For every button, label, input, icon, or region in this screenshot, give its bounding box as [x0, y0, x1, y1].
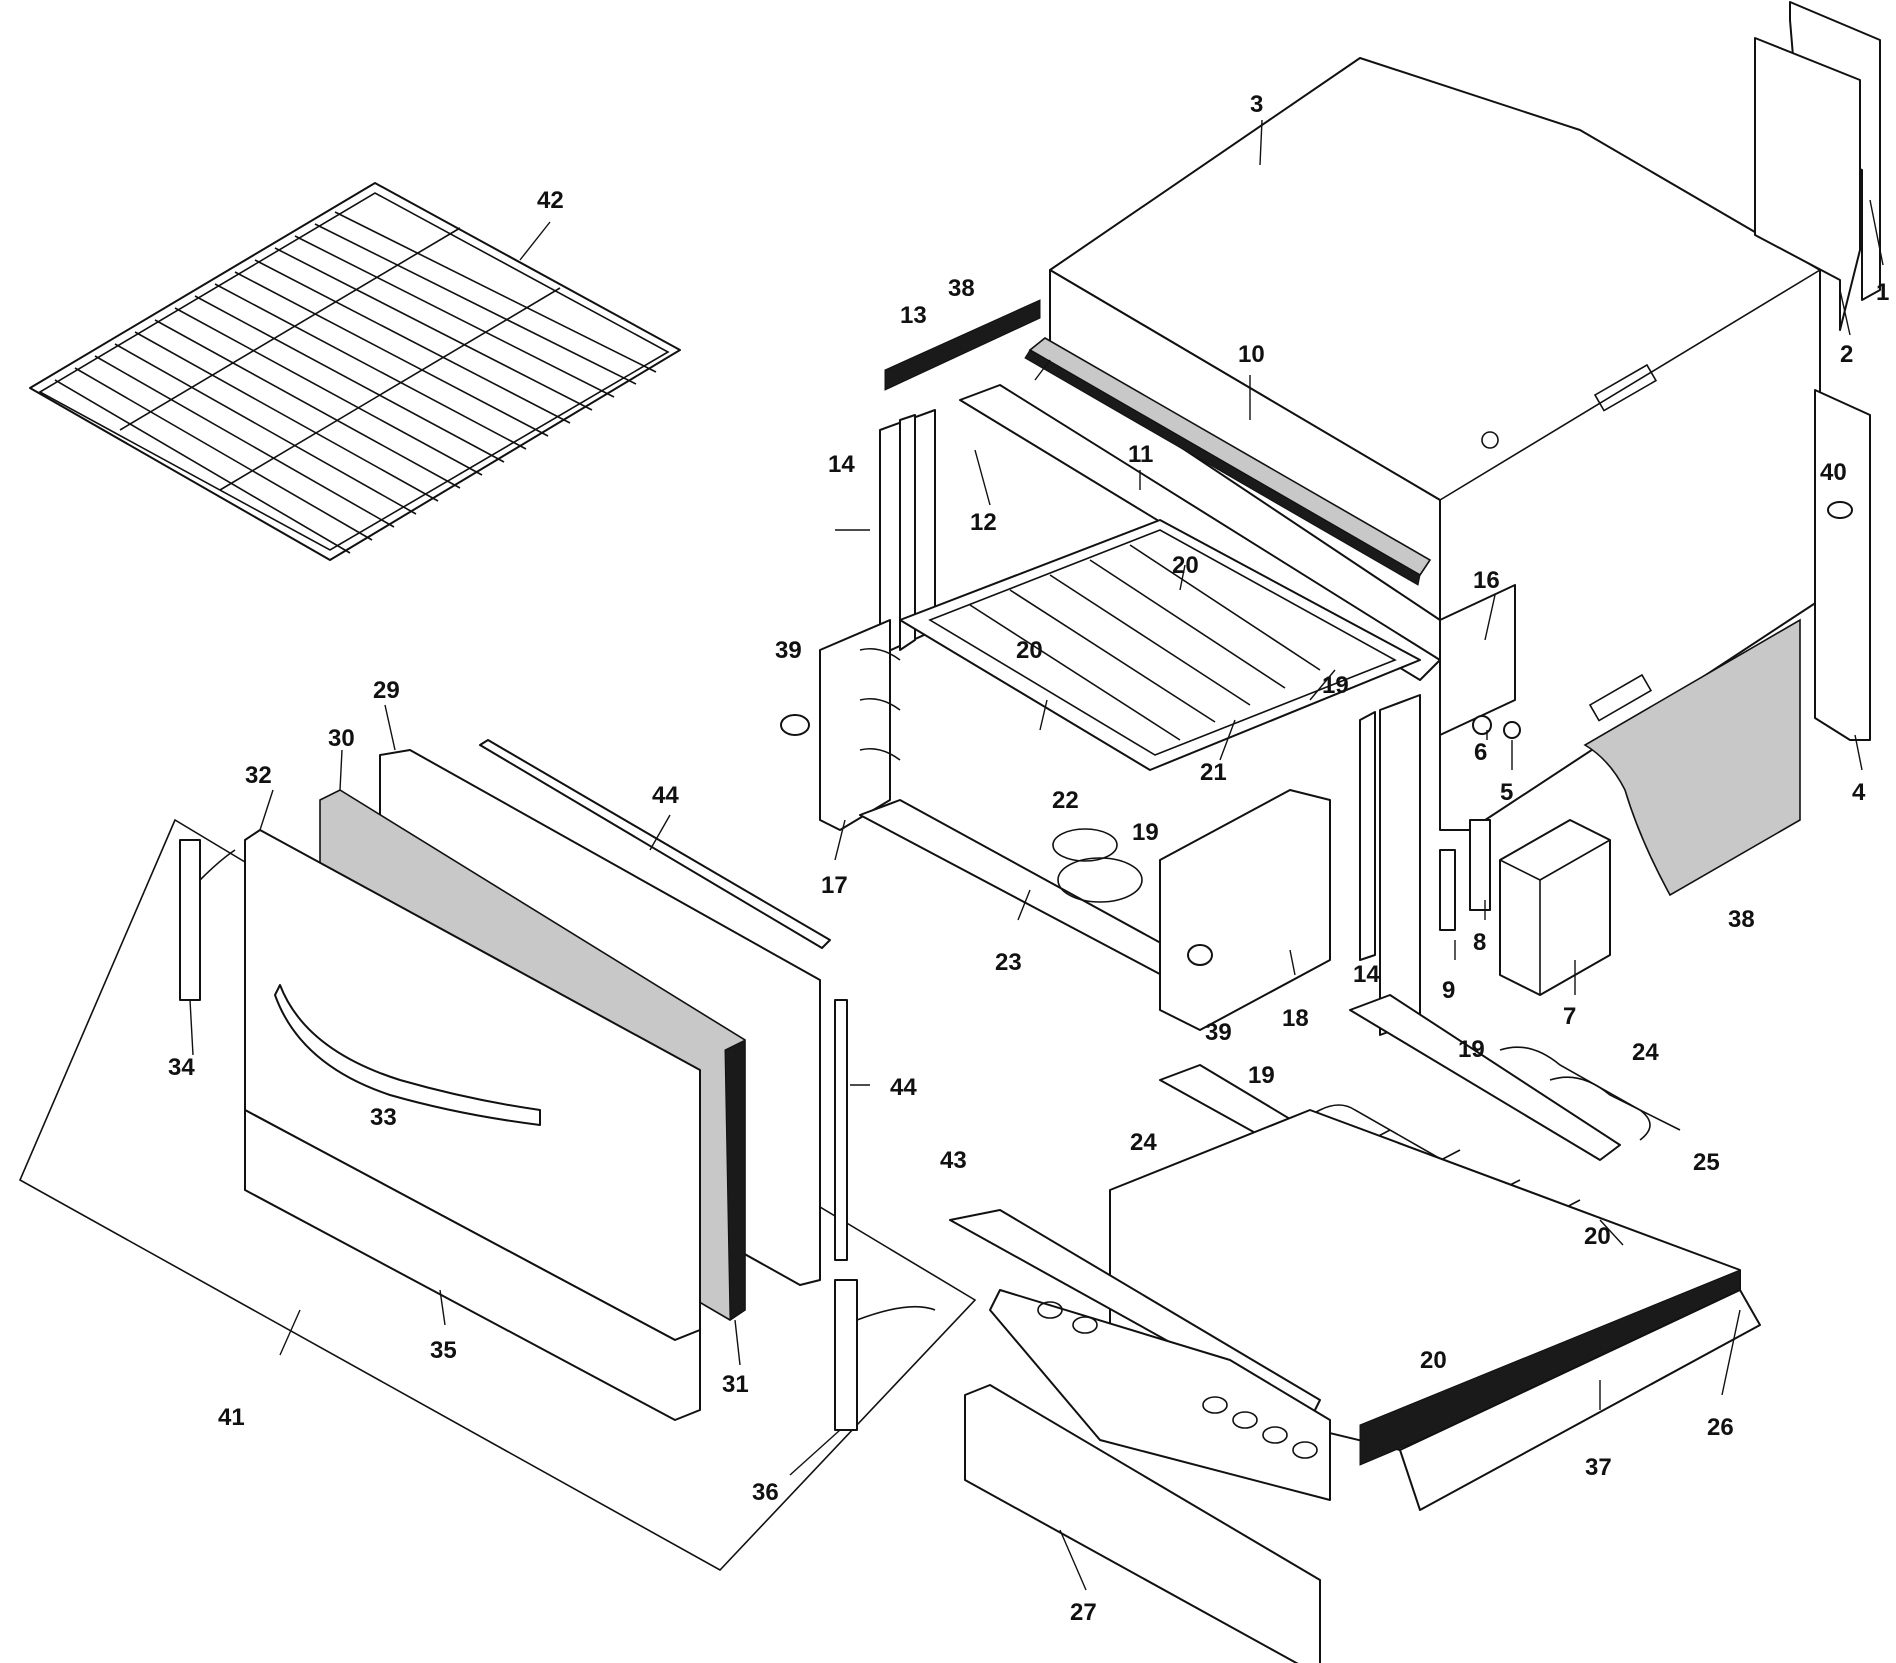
callout-17: 17 [821, 872, 848, 899]
callout-5: 5 [1500, 779, 1513, 806]
leader-lines [189, 119, 1884, 1591]
left-frame-panel-part [879, 409, 936, 656]
callout-25: 25 [1693, 1149, 1720, 1176]
callout-19d: 19 [1458, 1036, 1485, 1063]
callout-33: 33 [370, 1104, 397, 1131]
callout-19a: 19 [1322, 672, 1349, 699]
callout-1: 1 [1876, 279, 1889, 306]
callout-9: 9 [1442, 977, 1455, 1004]
callout-34: 34 [168, 1054, 195, 1081]
callout-21: 21 [1200, 759, 1227, 786]
callout-19b: 19 [1132, 819, 1159, 846]
callout-labels: 1 2 3 4 5 6 7 8 9 10 11 12 13 14 14 16 1… [168, 91, 1889, 1626]
callout-13: 13 [900, 302, 927, 329]
callout-22: 22 [1052, 787, 1079, 814]
callout-36: 36 [752, 1479, 779, 1506]
rear-panels-part [1754, 1, 1881, 331]
callout-37: 37 [1585, 1454, 1612, 1481]
callout-44a: 44 [652, 782, 679, 809]
callout-19c: 19 [1248, 1062, 1275, 1089]
callout-39a: 39 [775, 637, 802, 664]
right-oven-side-panel-part [1159, 584, 1516, 1036]
callout-43: 43 [940, 1147, 967, 1174]
callout-32: 32 [245, 762, 272, 789]
left-oven-side-panel-part [819, 619, 901, 831]
callout-24b: 24 [1130, 1129, 1157, 1156]
lower-front-panel-part [964, 1289, 1331, 1663]
callout-29: 29 [373, 677, 400, 704]
callout-11: 11 [1128, 441, 1153, 468]
callout-41: 41 [218, 1404, 245, 1431]
callout-20c: 20 [1584, 1223, 1611, 1250]
callout-20b: 20 [1016, 637, 1043, 664]
control-box-part [1499, 819, 1611, 996]
callout-39b: 39 [1205, 1019, 1232, 1046]
callout-35: 35 [430, 1337, 457, 1364]
top-insulation-part [1024, 337, 1432, 586]
callout-14b: 14 [1353, 961, 1380, 988]
door-assembly-part [18, 739, 977, 1572]
base-tray-part [1109, 1109, 1761, 1511]
callout-40: 40 [1820, 459, 1847, 486]
callout-4: 4 [1852, 779, 1866, 806]
callout-30: 30 [328, 725, 355, 752]
callout-31: 31 [722, 1371, 749, 1398]
callout-26: 26 [1707, 1414, 1734, 1441]
callout-20d: 20 [1420, 1347, 1447, 1374]
callout-24a: 24 [1632, 1039, 1659, 1066]
callout-38a: 38 [948, 275, 975, 302]
callout-23: 23 [995, 949, 1022, 976]
callout-6: 6 [1474, 739, 1487, 766]
oven-rack-part [29, 182, 681, 561]
side-insulation-part [884, 299, 1801, 897]
callout-18: 18 [1282, 1005, 1309, 1032]
callout-42: 42 [537, 187, 564, 214]
callout-20a: 20 [1172, 552, 1199, 579]
side-rail-part [1814, 389, 1871, 741]
callout-14a: 14 [828, 451, 855, 478]
callout-12: 12 [970, 509, 997, 536]
callout-38b: 38 [1728, 906, 1755, 933]
callout-27: 27 [1070, 1599, 1097, 1626]
callout-44b: 44 [890, 1074, 917, 1101]
callout-10: 10 [1238, 341, 1265, 368]
callout-7: 7 [1563, 1003, 1576, 1030]
callout-3: 3 [1250, 91, 1263, 118]
callout-8: 8 [1473, 929, 1486, 956]
callout-2: 2 [1840, 341, 1853, 368]
small-fittings-part [780, 501, 1853, 966]
callout-16: 16 [1473, 567, 1500, 594]
